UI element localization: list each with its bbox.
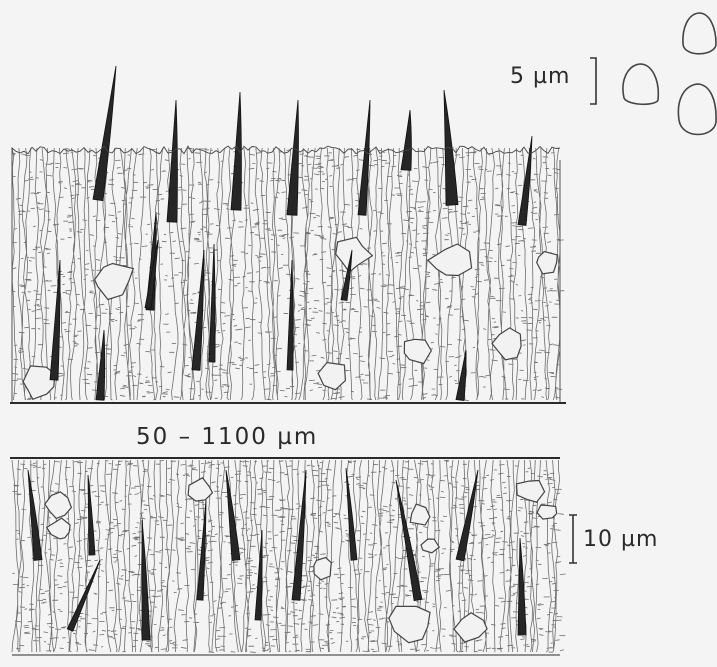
upper-surface	[12, 146, 560, 154]
crystal	[410, 504, 430, 525]
spores	[623, 13, 716, 135]
spore-scale-label: 5 µm	[510, 64, 570, 89]
crystal	[314, 558, 331, 580]
spore	[623, 64, 658, 104]
seta	[231, 92, 241, 210]
spore-scale-bar	[590, 58, 596, 104]
crystal	[336, 237, 373, 272]
seta	[518, 538, 526, 635]
seta	[292, 470, 306, 600]
thickness-range-label: 50 – 1100 µm	[136, 424, 318, 450]
seta	[209, 244, 215, 362]
spore	[683, 13, 716, 54]
section-scale-label: 10 µm	[583, 527, 658, 552]
crystal	[537, 505, 557, 519]
spore	[678, 84, 716, 135]
crystal	[454, 613, 487, 642]
seta	[50, 260, 60, 380]
crystal	[537, 252, 558, 274]
seta	[287, 100, 298, 215]
seta	[401, 110, 411, 170]
crystal	[389, 606, 430, 642]
scale-bars	[569, 58, 596, 563]
crystal	[492, 328, 521, 360]
crystal	[428, 244, 472, 276]
seta	[167, 100, 177, 222]
crystal	[318, 363, 345, 390]
seta	[67, 560, 100, 631]
seta	[346, 468, 357, 560]
seta	[226, 470, 240, 560]
section-scale-bar	[569, 515, 577, 563]
seta	[255, 530, 262, 620]
crystal	[517, 481, 545, 503]
seta	[88, 475, 95, 555]
